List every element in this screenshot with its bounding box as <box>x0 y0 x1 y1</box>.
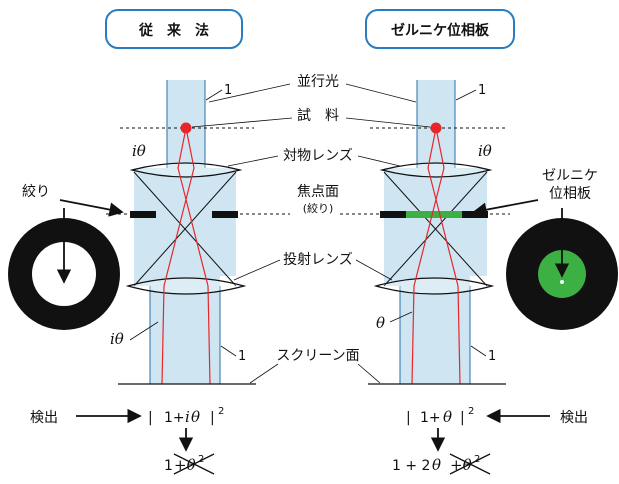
label-objective-lens: 対物レンズ <box>283 148 353 164</box>
label-focal-plane-sub: (絞り) <box>303 201 334 215</box>
label-one-bottom-right: 1 <box>488 349 496 364</box>
right-eq-theta: θ <box>443 408 452 426</box>
left-aperture-stop-b <box>212 211 238 218</box>
label-detect-left: 検出 <box>30 410 58 426</box>
label-one-top-left: 1 <box>224 83 232 98</box>
right-result-main: 1 + 2 <box>392 458 430 474</box>
label-i-theta-bottom-left: iθ <box>110 330 124 348</box>
left-eq-theta: θ <box>191 408 200 426</box>
right-header-label: ゼルニケ位相板 <box>391 22 490 39</box>
label-theta-bottom-right: θ <box>376 314 385 332</box>
right-objective-lens <box>379 162 493 178</box>
left-result-crossed: +θ <box>174 456 196 474</box>
left-eq-bar-open: | <box>148 410 153 426</box>
label-sample: 試 料 <box>297 108 339 124</box>
left-header: 従 来 法 <box>105 9 243 49</box>
right-intensity-equation: | 1+ θ | 2 <box>406 406 474 426</box>
label-zernike-plate-line2: 位相板 <box>549 186 591 202</box>
right-aperture-stop-a <box>380 211 406 218</box>
left-result-power: 2 <box>198 454 204 465</box>
label-one-bottom-left: 1 <box>238 349 246 364</box>
left-eq-bar-close: | <box>210 410 215 426</box>
right-scattered-rays <box>411 127 461 385</box>
left-scattered-rays <box>161 127 211 385</box>
right-result-theta: θ <box>432 456 441 474</box>
zernike-phase-plate-bar <box>406 211 462 218</box>
label-i-theta-top-left: iθ <box>132 142 146 160</box>
label-parallel-light: 並行光 <box>297 74 339 90</box>
left-eq-i: i <box>185 408 190 426</box>
right-eq-one-plus: 1+ <box>420 410 441 426</box>
right-eq-power: 2 <box>468 406 474 417</box>
left-aperture-stop-a <box>130 211 156 218</box>
label-detect-right: 検出 <box>560 410 588 426</box>
left-intensity-equation: | 1+ i θ | 2 <box>148 406 224 426</box>
label-one-top-right: 1 <box>478 83 486 98</box>
right-sample-point <box>430 122 442 134</box>
label-zernike-plate-line1: ゼルニケ <box>542 168 598 184</box>
right-projection-lens <box>373 277 495 295</box>
left-header-label: 従 来 法 <box>138 22 209 39</box>
left-eq-power: 2 <box>218 406 224 417</box>
label-aperture: 絞り <box>22 184 50 200</box>
label-focal-plane: 焦点面 <box>297 184 339 200</box>
right-eq-bar-open: | <box>406 410 411 426</box>
right-header: ゼルニケ位相板 <box>365 9 515 49</box>
left-objective-lens <box>129 162 243 178</box>
right-result-crossed: +θ <box>450 456 472 474</box>
left-eq-one-plus: 1+ <box>164 410 185 426</box>
label-screen-plane: スクリーン面 <box>276 348 359 364</box>
left-beam <box>133 80 237 384</box>
right-result-power: 2 <box>474 454 480 465</box>
right-beam <box>383 80 488 384</box>
label-i-theta-top-right: iθ <box>478 142 492 160</box>
left-result: 1 +θ 2 <box>164 453 215 475</box>
left-result-base: 1 <box>164 458 173 474</box>
left-sample-point <box>180 122 192 134</box>
zernike-arrow <box>472 199 539 217</box>
right-result: 1 + 2 θ +θ 2 <box>392 453 491 475</box>
aperture-arrow <box>59 199 124 217</box>
right-eq-bar-close: | <box>460 410 465 426</box>
left-projection-lens <box>125 277 247 295</box>
label-projection-lens: 投射レンズ <box>283 252 353 268</box>
